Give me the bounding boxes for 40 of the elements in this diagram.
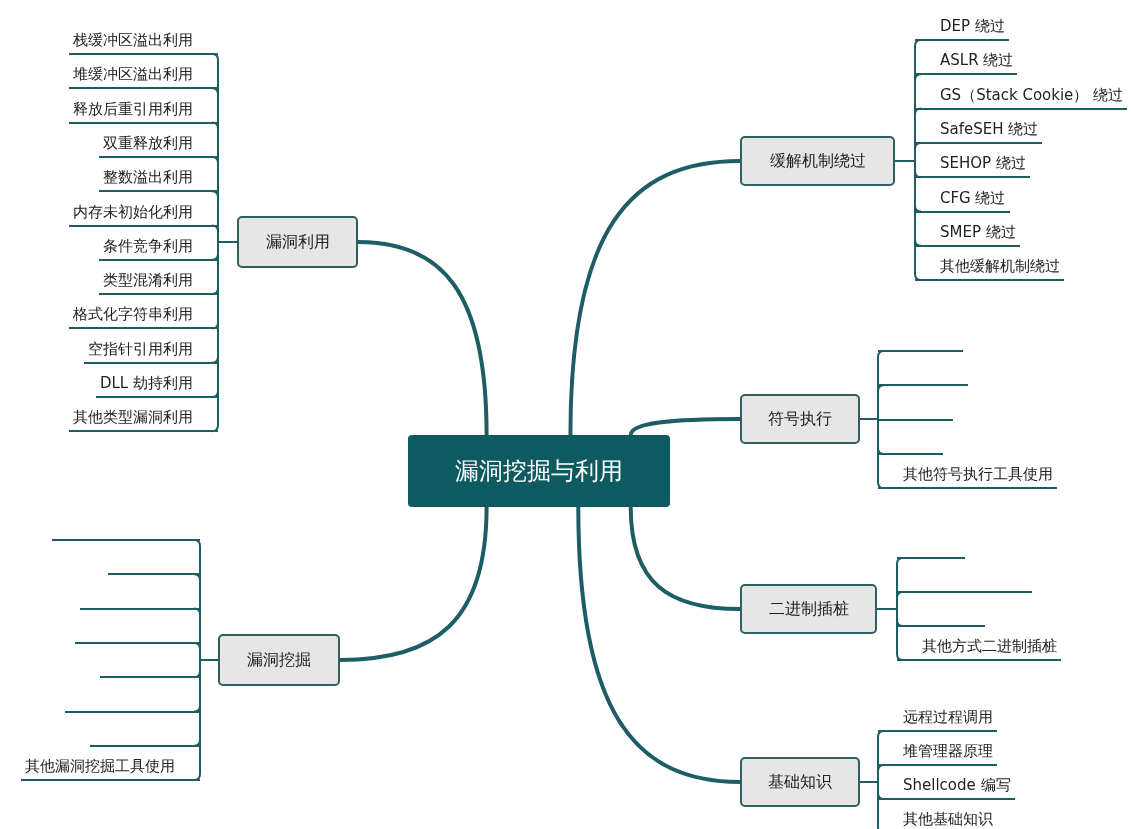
topic-item: 其他缓解机制绕过: [915, 255, 1064, 282]
topic-item: CFG 绕过: [915, 186, 1010, 213]
connector: [628, 506, 741, 611]
topic-item: 其他基础知识: [878, 808, 997, 829]
topic-item: 双重释放利用: [99, 131, 218, 158]
topic-item: 远程过程调用: [878, 706, 997, 732]
connector: [568, 159, 741, 436]
topic-item: GS（Stack Cookie） 绕过: [915, 83, 1128, 110]
topic-item: 其他符号执行工具使用: [878, 463, 1057, 490]
branch-topic: 基础知识: [740, 757, 860, 807]
topic-item: SEHOP 绕过: [915, 152, 1030, 179]
topic-item: Shellcode 编写: [878, 774, 1015, 800]
branch-topic: 漏洞挖掘: [218, 634, 340, 686]
topic-item: SMEP 绕过: [915, 220, 1020, 247]
topic-item: 整数溢出利用: [99, 166, 218, 193]
topic-item: 其他漏洞挖掘工具使用: [21, 755, 200, 782]
connector: [628, 417, 740, 436]
central-topic: 漏洞挖掘与利用: [408, 435, 670, 507]
topic-item: SafeSEH 绕过: [915, 117, 1043, 144]
connector: [576, 506, 741, 784]
branch-topic: 符号执行: [740, 394, 860, 444]
topic-item: 释放后重引用利用: [69, 97, 218, 124]
topic-item: 其他类型漏洞利用: [69, 406, 218, 433]
topic-item: 内存未初始化利用: [69, 200, 218, 227]
branch-topic: 漏洞利用: [237, 216, 358, 268]
branch-topic: 二进制插桩: [740, 584, 877, 634]
topic-item: 堆管理器原理: [878, 740, 997, 766]
branch-topic: 缓解机制绕过: [740, 136, 895, 186]
topic-item: 栈缓冲区溢出利用: [69, 29, 218, 55]
topic-item: 堆缓冲区溢出利用: [69, 63, 218, 90]
topic-item: 其他方式二进制插桩: [897, 635, 1061, 661]
topic-item: ASLR 绕过: [915, 49, 1018, 76]
topic-item: DEP 绕过: [915, 15, 1009, 41]
connector: [357, 240, 489, 436]
topic-item: 格式化字符串利用: [69, 303, 218, 330]
topic-item: 条件竞争利用: [99, 234, 218, 261]
connector: [339, 506, 489, 662]
topic-item: DLL 劫持利用: [95, 372, 218, 398]
topic-item: 类型混淆利用: [99, 269, 218, 296]
topic-item: 空指针引用利用: [84, 337, 218, 364]
